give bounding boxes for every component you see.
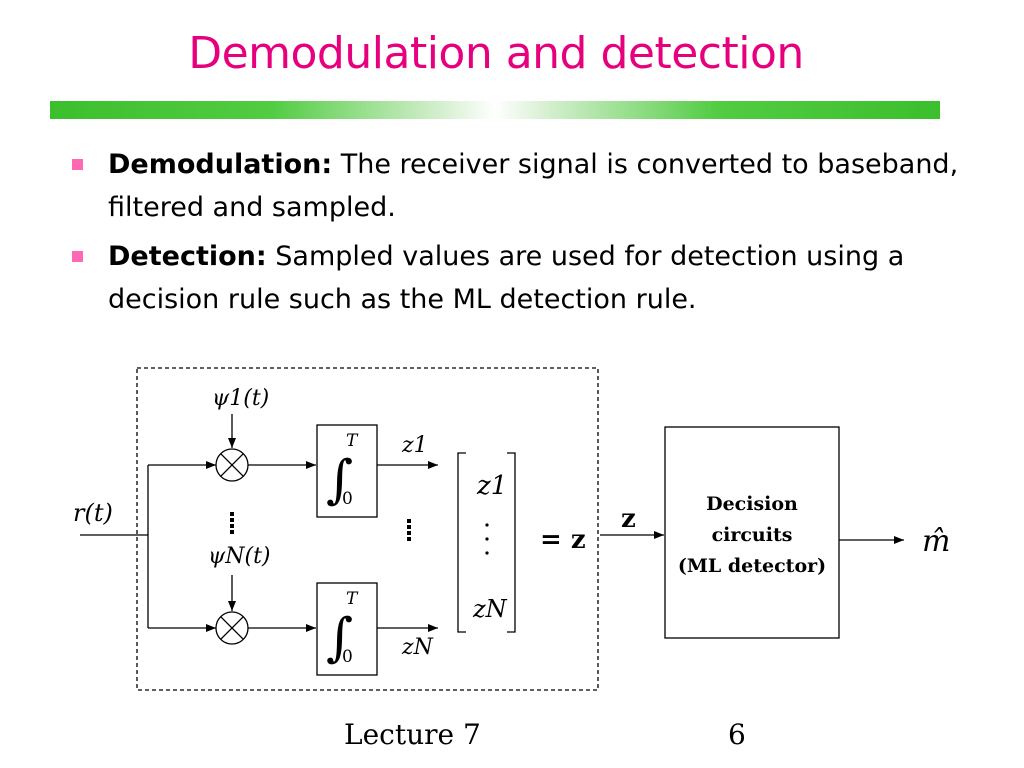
- multiplier-bottom: [215, 611, 249, 645]
- output-label-top: z1: [401, 433, 428, 458]
- bullet-marker: [72, 159, 83, 170]
- vector-brackets: [457, 452, 516, 633]
- decision-line-1: Decision: [706, 493, 798, 515]
- decision-circuit-box: [664, 426, 840, 639]
- decision-line-2: circuits: [712, 524, 793, 546]
- bullet-list: Demodulation: The receiver signal is con…: [70, 143, 970, 327]
- vector-entry-bottom: zN: [472, 595, 508, 623]
- integrator-top: ∫ T 0: [316, 424, 378, 518]
- integral-lower-limit: 0: [342, 489, 353, 509]
- equals-z-label: = z: [540, 525, 586, 555]
- bullet-detection: Detection: Sampled values are used for d…: [70, 235, 970, 321]
- vertical-ellipsis-mid: [407, 519, 411, 541]
- basis-function-top: ψ1(t): [212, 386, 269, 411]
- integral-sign-icon: ∫: [326, 608, 353, 668]
- output-label-bottom: zN: [401, 635, 434, 660]
- vector-dots: [485, 523, 489, 555]
- multiplier-top: [215, 448, 249, 482]
- footer-lecture: Lecture 7: [344, 718, 481, 751]
- slide-title: Demodulation and detection: [188, 28, 804, 79]
- bullet-text: Sampled values are used for detection us…: [108, 241, 905, 315]
- integral-lower-limit: 0: [342, 647, 353, 667]
- integral-upper-limit: T: [346, 589, 359, 609]
- decision-line-3: (ML detector): [678, 555, 826, 577]
- integral-sign-icon: ∫: [326, 450, 353, 510]
- integral-upper-limit: T: [346, 431, 359, 451]
- footer-page-number: 6: [728, 718, 746, 751]
- title-divider: [50, 101, 940, 119]
- vertical-ellipsis-left: [230, 512, 234, 534]
- input-signal-label: r(t): [73, 499, 113, 527]
- integrator-bottom: ∫ T 0: [316, 582, 378, 676]
- bullet-marker: [72, 251, 83, 262]
- bullet-text: The receiver signal is converted to base…: [108, 149, 959, 223]
- bullet-term: Demodulation:: [108, 149, 333, 180]
- bullet-term: Detection:: [108, 241, 267, 272]
- z-vector-label: z: [621, 504, 636, 534]
- basis-function-bottom: ψN(t): [208, 544, 271, 569]
- vector-entry-top: z1: [476, 471, 507, 501]
- bullet-demodulation: Demodulation: The receiver signal is con…: [70, 143, 970, 229]
- estimate-output-label: m̂: [922, 524, 950, 559]
